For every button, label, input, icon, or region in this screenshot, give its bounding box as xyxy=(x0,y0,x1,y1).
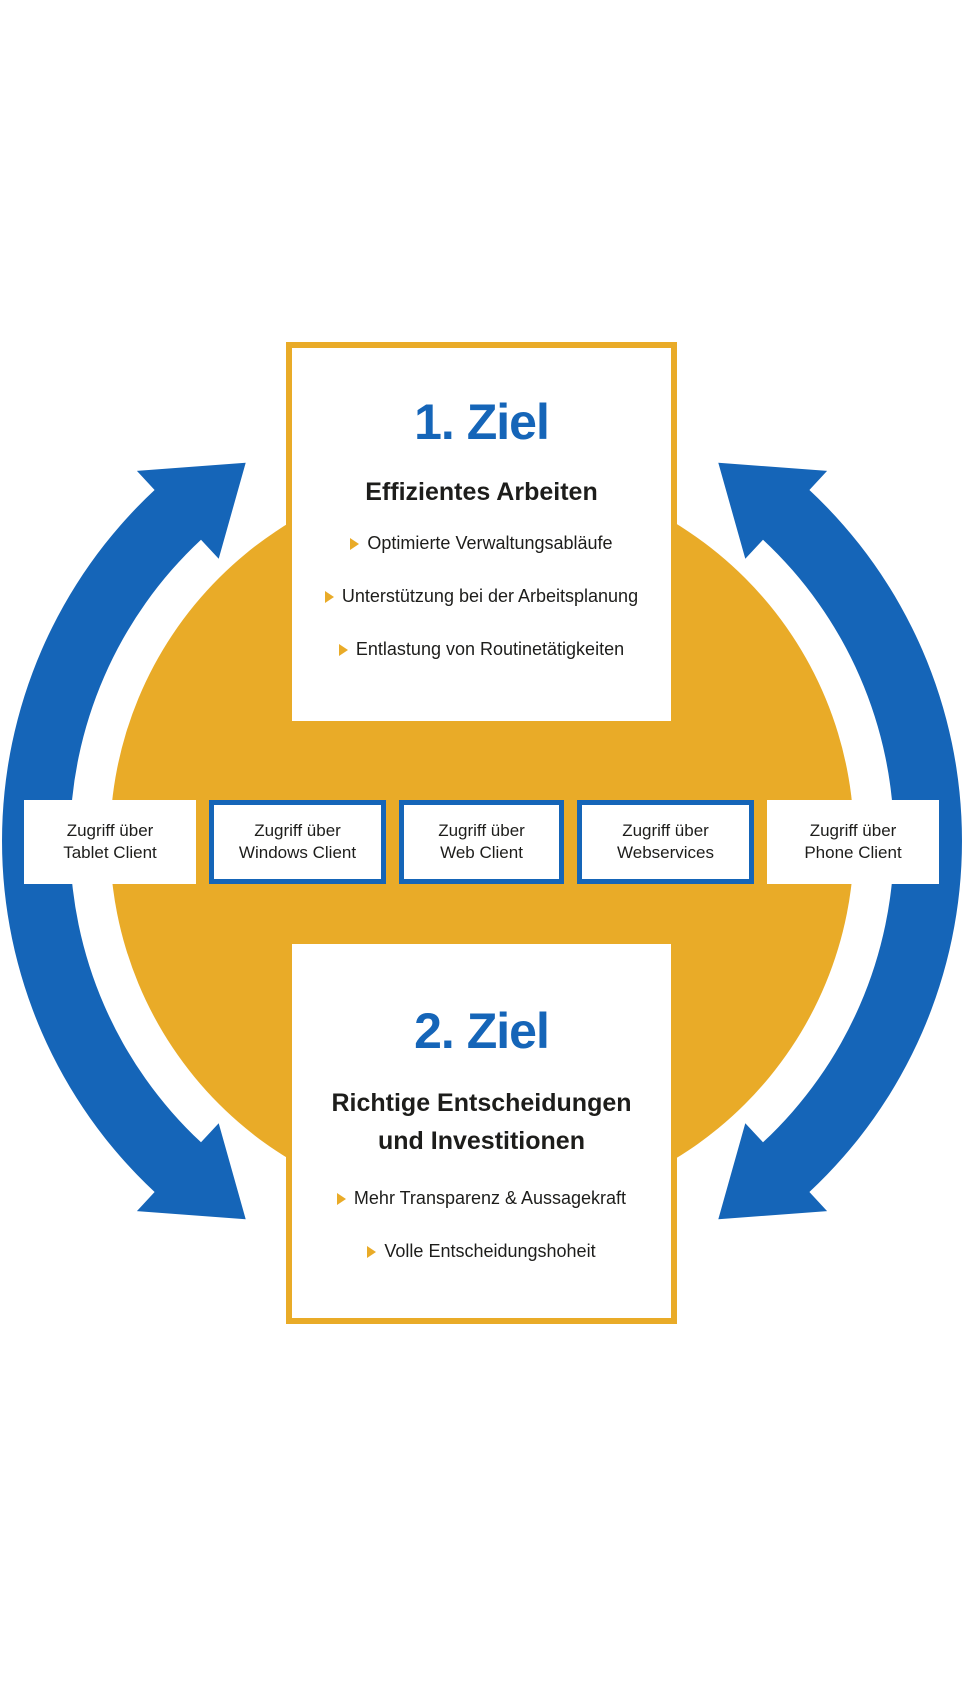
goal-1-bullet: Optimierte Verwaltungsabläufe xyxy=(292,533,671,554)
client-label: Tablet Client xyxy=(63,843,157,862)
goal-2-title: 2. Ziel xyxy=(414,1003,550,1059)
bullet-text: Volle Entscheidungshoheit xyxy=(384,1241,596,1261)
goal-1-bullet: Entlastung von Routinetätigkeiten xyxy=(292,639,671,660)
client-label: Web Client xyxy=(440,843,523,862)
client-label: Zugriff über xyxy=(438,821,525,840)
bullet-triangle-icon xyxy=(367,1245,377,1258)
goal-2-subtitle: Richtige Entscheidungen und Investitione… xyxy=(292,1084,671,1160)
client-label: Windows Client xyxy=(238,843,357,862)
client-label: Phone Client xyxy=(804,843,902,862)
goal-1-subtitle: Effizientes Arbeiten xyxy=(365,478,598,506)
subtitle-line: und Investitionen xyxy=(378,1127,585,1155)
goal-2-bullet: Volle Entscheidungshoheit xyxy=(292,1241,671,1262)
bullet-text: Optimierte Verwaltungsabläufe xyxy=(367,533,613,553)
client-label: Zugriff über xyxy=(809,821,897,840)
bullet-text: Unterstützung bei der Arbeitsplanung xyxy=(341,586,639,606)
client-label: Zugriff über xyxy=(622,821,709,840)
goal-2-bullet: Mehr Transparenz & Aussagekraft xyxy=(292,1188,671,1209)
right-cycle-arrow xyxy=(718,462,962,1220)
client-label: Webservices xyxy=(617,843,714,862)
client-label: Zugriff über xyxy=(254,821,341,840)
goal-1-title: 1. Ziel xyxy=(414,394,550,450)
goal-1-bullet: Unterstützung bei der Arbeitsplanung xyxy=(292,586,671,607)
left-cycle-arrow xyxy=(2,462,246,1220)
bullet-triangle-icon xyxy=(350,537,360,550)
bullet-triangle-icon xyxy=(338,643,348,656)
bullet-text: Entlastung von Routinetätigkeiten xyxy=(355,639,625,659)
goal-1-box: 1. Ziel Effizientes Arbeiten Optimierte … xyxy=(286,342,677,727)
bullet-triangle-icon xyxy=(336,1192,346,1205)
client-label: Zugriff über xyxy=(66,821,154,840)
goal-2-box: 2. Ziel Richtige Entscheidungen und Inve… xyxy=(286,938,677,1324)
bullet-triangle-icon xyxy=(324,590,334,603)
subtitle-line: Richtige Entscheidungen xyxy=(331,1089,632,1117)
bullet-text: Mehr Transparenz & Aussagekraft xyxy=(353,1188,627,1208)
